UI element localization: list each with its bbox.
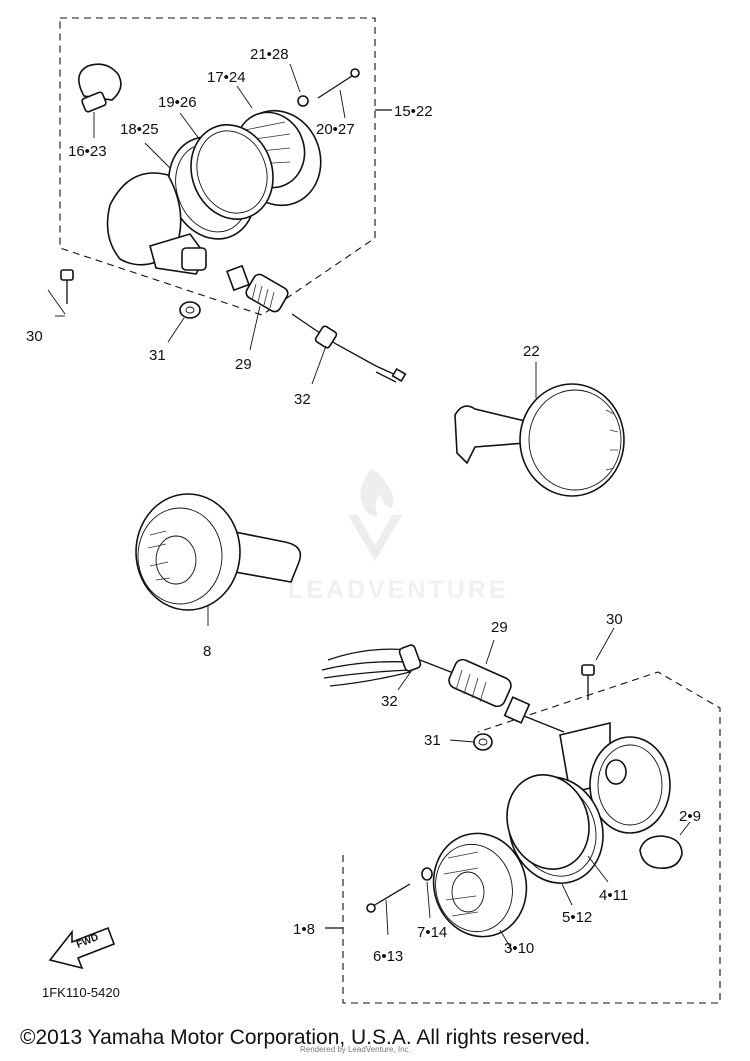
screw-30-top [47,269,74,317]
label-4-11: 4•11 [599,887,628,904]
label-31-bottom: 31 [424,732,441,749]
housing-body-top [106,172,207,275]
nut-7-14 [421,867,433,919]
watermark-text: LEADVENTURE [288,576,509,604]
nut-31-top [167,301,201,343]
bulb-16-23 [78,63,122,138]
cable-grommet-bottom [321,639,565,733]
ring-19-26 [190,124,274,220]
label-8: 8 [203,643,211,660]
copyright-notice: ©2013 Yamaha Motor Corporation, U.S.A. A… [20,1026,590,1049]
screw-20-27 [317,68,360,119]
turn-signal-8 [135,493,302,626]
label-1-8: 1•8 [293,921,315,938]
label-2-9: 2•9 [679,808,701,825]
label-30-top: 30 [26,328,43,345]
label-15-22: 15•22 [394,103,433,120]
label-17-24: 17•24 [207,69,246,86]
label-32-top: 32 [294,391,311,408]
footer-credit: Rendered by LeadVenture, Inc. [300,1045,411,1054]
bulb-2-9 [639,821,691,870]
watermark-logo: LEADVENTURE [288,468,509,604]
housing-body-bottom [559,721,671,834]
screw-30-bottom [581,627,615,700]
forward-arrow-icon: FWD [48,926,116,970]
ring-4-11 [506,774,590,870]
label-19-26: 19•26 [158,94,197,111]
assembly-boundary-top [59,17,376,316]
assembly-boundary-bottom [342,671,721,1004]
label-6-13: 6•13 [373,948,403,965]
nut-31-bottom [449,733,493,751]
screw-6-13 [366,883,411,936]
label-7-14: 7•14 [417,924,447,941]
label-32-bottom: 32 [381,693,398,710]
label-5-12: 5•12 [562,909,592,926]
nut-21-28 [289,63,309,107]
label-22: 22 [523,343,540,360]
label-3-10: 3•10 [504,940,534,957]
label-20-27: 20•27 [316,121,355,138]
label-29-bottom: 29 [491,619,508,636]
label-21-28: 21•28 [250,46,289,63]
label-29-top: 29 [235,356,252,373]
diagram-code: 1FK110-5420 [42,985,120,1000]
turn-signal-22 [454,362,625,497]
label-31-top: 31 [149,347,166,364]
label-16-23: 16•23 [68,143,107,160]
label-30-bottom: 30 [606,611,623,628]
label-18-25: 18•25 [120,121,159,138]
cable-grommet-top [226,264,407,385]
lens-3-10 [432,832,528,951]
